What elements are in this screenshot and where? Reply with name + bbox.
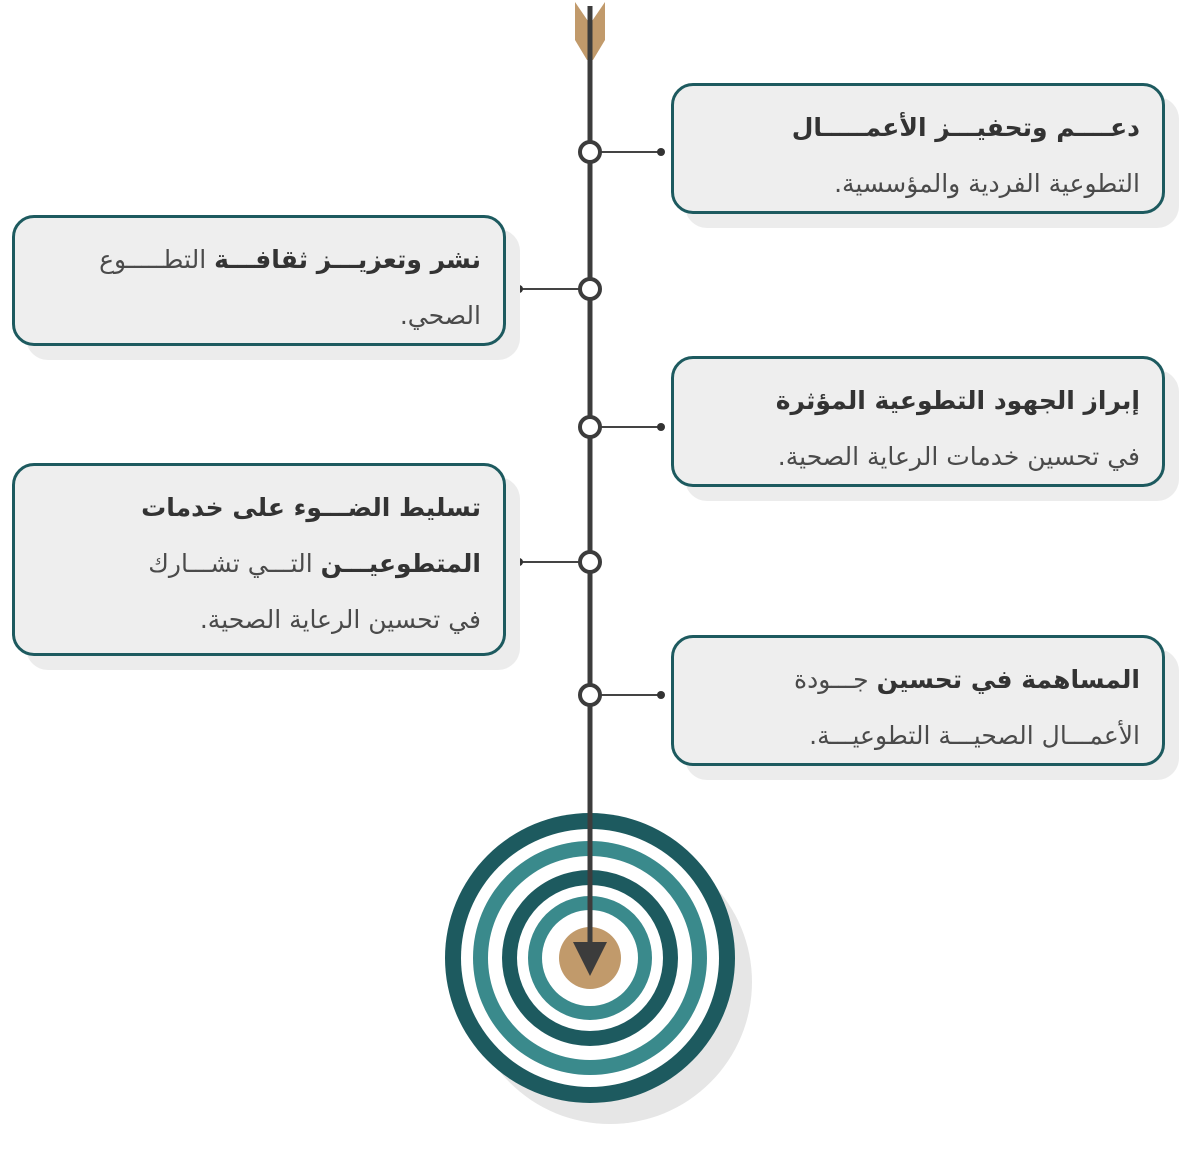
timeline-node-5 <box>578 683 602 707</box>
card-3-line-2: في تحسين خدمات الرعاية الصحية. <box>777 442 1140 471</box>
timeline-node-2 <box>578 277 602 301</box>
card-4-line-3: في تحسين الرعاية الصحية. <box>199 605 481 634</box>
card-5-line-2: الأعمـــال الصحيـــة التطوعيـــة. <box>809 721 1140 750</box>
card-1-line-2: التطوعية الفردية والمؤسسية. <box>834 169 1140 198</box>
card-4-line-1: تسليط الضـــوء على خدمات <box>141 493 481 522</box>
connector-1 <box>600 148 665 156</box>
connector-5 <box>600 691 665 699</box>
connector-3 <box>600 423 665 431</box>
arrow-head-icon <box>573 942 607 976</box>
card-4-line-2: المتطوعيـــن التـــي تشـــارك <box>148 549 481 578</box>
card-4: تسليط الضـــوء على خدمات المتطوعيـــن ال… <box>12 463 506 656</box>
card-5-line-1: المساهمة في تحسين جـــودة <box>794 665 1140 694</box>
card-3: إبراز الجهود التطوعية المؤثرة في تحسين خ… <box>671 356 1165 487</box>
card-2: نشر وتعزيـــز ثقافـــة التطـــــوع الصحي… <box>12 215 506 346</box>
connector-2 <box>515 285 580 293</box>
card-1: دعــــم وتحفيـــز الأعمـــــال التطوعية … <box>671 83 1165 214</box>
timeline-node-3 <box>578 415 602 439</box>
card-1-line-1: دعــــم وتحفيـــز الأعمـــــال <box>791 113 1140 142</box>
card-3-line-1: إبراز الجهود التطوعية المؤثرة <box>775 386 1140 415</box>
timeline-node-4 <box>578 550 602 574</box>
card-2-line-2: الصحي. <box>399 301 481 330</box>
card-5: المساهمة في تحسين جـــودة الأعمـــال الص… <box>671 635 1165 766</box>
connector-4 <box>515 558 580 566</box>
timeline-node-1 <box>578 140 602 164</box>
card-2-line-1: نشر وتعزيـــز ثقافـــة التطـــــوع <box>99 245 481 274</box>
